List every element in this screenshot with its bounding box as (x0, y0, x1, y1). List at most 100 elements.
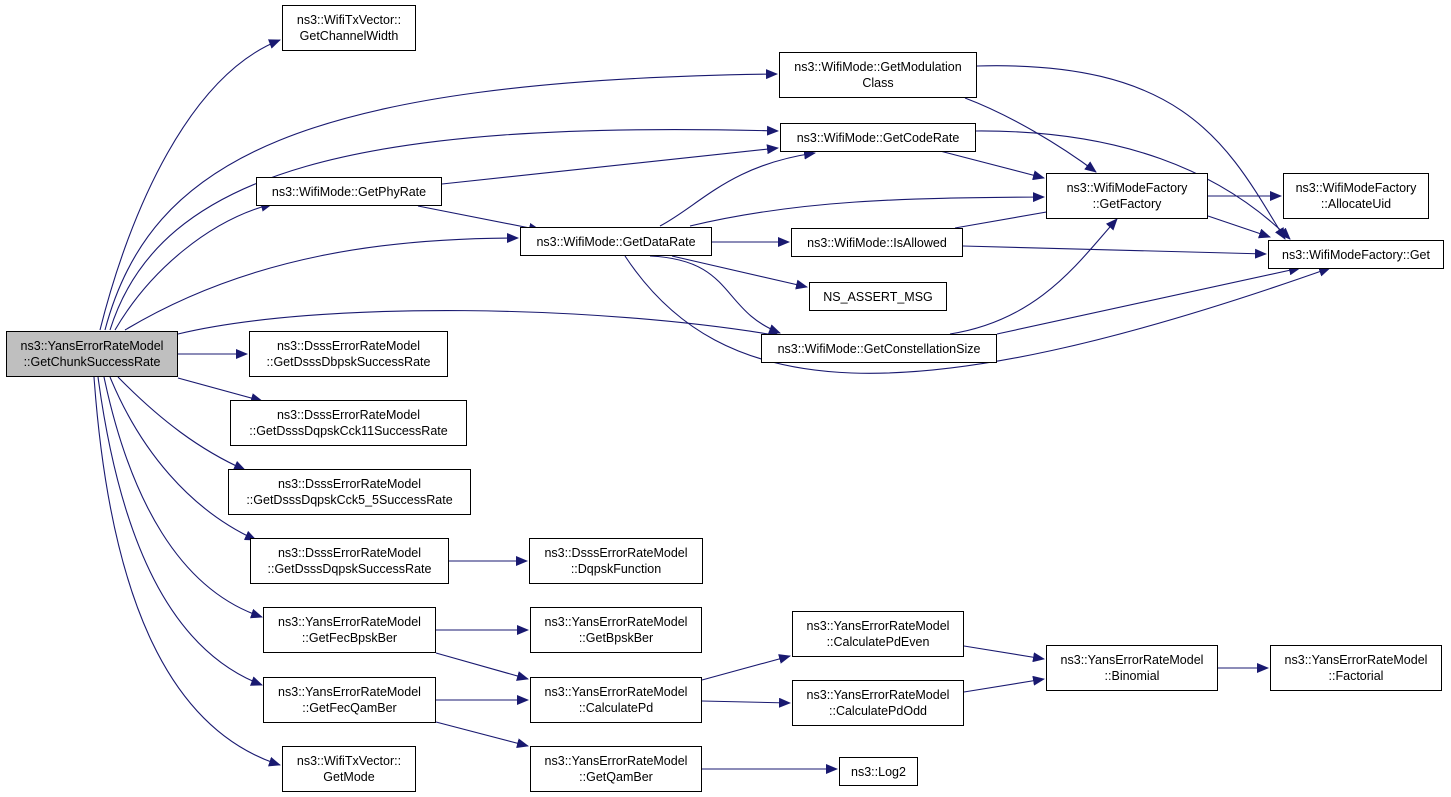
edge-calc-pd-even-binomial (963, 645, 1045, 663)
node-txv-mode-line1: ns3::WifiTxVector:: (296, 754, 402, 768)
node-factorial-line2: ::Factorial (1328, 669, 1384, 683)
node-txv-chw-line2: GetChannelWidth (299, 29, 399, 43)
node-bpsk-ber-line1: ns3::YansErrorRateModel (544, 615, 688, 629)
node-root-line1: ns3::YansErrorRateModel (20, 339, 164, 353)
node-calc-pd-odd[interactable]: ns3::YansErrorRateModel ::CalculatePdOdd (792, 680, 964, 726)
edge-root-dsss-cck55 (117, 376, 246, 471)
node-is-allowed-line1: ns3::WifiMode::IsAllowed (807, 235, 947, 250)
edge-root-txv-chw (99, 39, 281, 331)
node-data-rate-line1: ns3::WifiMode::GetDataRate (536, 234, 696, 249)
node-factory-get[interactable]: ns3::WifiModeFactory::Get (1268, 240, 1444, 269)
edge-root-phy-rate (114, 201, 273, 331)
node-dsss-cck55-line2: ::GetDsssDqpskCck5_5SuccessRate (246, 493, 453, 507)
node-code-rate-line1: ns3::WifiMode::GetCodeRate (796, 130, 960, 145)
edge-data-rate-ns-assert (671, 255, 808, 290)
edge-is-allowed-factory-get (962, 245, 1267, 259)
edge-const-size-factory-get-factory (949, 218, 1118, 335)
node-binomial-line2: ::Binomial (1104, 669, 1160, 683)
node-calc-pd-odd-line2: ::CalculatePdOdd (829, 704, 927, 718)
edge-code-rate-factory-get (975, 130, 1291, 240)
node-calc-pd[interactable]: ns3::YansErrorRateModel ::CalculatePd (530, 677, 702, 723)
node-dsss-dbpsk-line1: ns3::DsssErrorRateModel (276, 339, 421, 353)
node-fec-qam[interactable]: ns3::YansErrorRateModel ::GetFecQamBer (263, 677, 436, 723)
node-log2[interactable]: ns3::Log2 (839, 757, 918, 786)
edge-calc-pd-odd-binomial (963, 675, 1045, 693)
node-ns-assert[interactable]: NS_ASSERT_MSG (809, 282, 947, 311)
node-dqpsk-func-line2: ::DqpskFunction (570, 562, 662, 576)
node-calc-pd-even-line2: ::CalculatePdEven (826, 635, 930, 649)
node-factory-alloc-line1: ns3::WifiModeFactory (1295, 181, 1417, 195)
node-calc-pd-even[interactable]: ns3::YansErrorRateModel ::CalculatePdEve… (792, 611, 964, 657)
edge-root-fec-qam (97, 376, 263, 686)
node-code-rate[interactable]: ns3::WifiMode::GetCodeRate (780, 123, 976, 152)
edge-mod-class-factory-get (976, 65, 1286, 240)
node-dsss-cck11[interactable]: ns3::DsssErrorRateModel ::GetDsssDqpskCc… (230, 400, 467, 446)
edge-mod-class-factory-get-factory (964, 97, 1097, 173)
node-root[interactable]: ns3::YansErrorRateModel ::GetChunkSucces… (6, 331, 178, 377)
edge-phy-rate-code-rate (441, 144, 779, 185)
node-bpsk-ber-line2: ::GetBpskBer (578, 631, 654, 645)
node-fec-qam-line2: ::GetFecQamBer (302, 701, 397, 715)
edge-root-const-size (177, 310, 781, 340)
edge-code-rate-factory-get-factory (939, 150, 1045, 181)
node-is-allowed[interactable]: ns3::WifiMode::IsAllowed (791, 228, 963, 257)
node-phy-rate[interactable]: ns3::WifiMode::GetPhyRate (256, 177, 442, 206)
edge-root-mod-class (104, 69, 778, 331)
node-fec-bpsk-line2: ::GetFecBpskBer (301, 631, 398, 645)
node-factory-get-factory-line2: ::GetFactory (1092, 197, 1162, 211)
node-txv-mode[interactable]: ns3::WifiTxVector:: GetMode (282, 746, 416, 792)
edge-data-rate-factory-get-factory (689, 192, 1045, 227)
edge-root-fec-bpsk (103, 376, 263, 619)
node-factory-alloc-line2: ::AllocateUid (1320, 197, 1392, 211)
edge-root-dsss-dqpsk (109, 376, 257, 541)
node-root-line2: ::GetChunkSuccessRate (23, 355, 161, 369)
edge-const-size-factory-get (996, 265, 1301, 335)
node-binomial-line1: ns3::YansErrorRateModel (1060, 653, 1204, 667)
node-dsss-cck11-line1: ns3::DsssErrorRateModel (276, 408, 421, 422)
node-calc-pd-line2: ::CalculatePd (578, 701, 654, 715)
node-qam-ber-line1: ns3::YansErrorRateModel (544, 754, 688, 768)
node-txv-mode-line2: GetMode (323, 770, 375, 784)
node-dqpsk-func-line1: ns3::DsssErrorRateModel (544, 546, 688, 560)
node-factory-get-factory-line1: ns3::WifiModeFactory (1066, 181, 1188, 195)
node-factorial-line1: ns3::YansErrorRateModel (1284, 653, 1428, 667)
node-qam-ber-line2: ::GetQamBer (579, 770, 653, 784)
edge-fec-qam-qam-ber (435, 721, 529, 749)
node-txv-chw[interactable]: ns3::WifiTxVector:: GetChannelWidth (282, 5, 416, 51)
node-bpsk-ber[interactable]: ns3::YansErrorRateModel ::GetBpskBer (530, 607, 702, 653)
node-dsss-dbpsk[interactable]: ns3::DsssErrorRateModel ::GetDsssDbpskSu… (249, 331, 448, 377)
node-phy-rate-line1: ns3::WifiMode::GetPhyRate (271, 184, 427, 199)
node-dsss-cck11-line2: ::GetDsssDqpskCck11SuccessRate (249, 424, 448, 438)
edge-calc-pd-calc-pd-even (701, 654, 791, 681)
node-calc-pd-odd-line1: ns3::YansErrorRateModel (806, 688, 950, 702)
edge-data-rate-factory-get (624, 255, 1331, 374)
edge-root-data-rate (124, 233, 519, 331)
edge-root-code-rate (109, 125, 779, 331)
edge-factory-get-factory-get (1207, 215, 1271, 239)
node-binomial[interactable]: ns3::YansErrorRateModel ::Binomial (1046, 645, 1218, 691)
node-data-rate[interactable]: ns3::WifiMode::GetDataRate (520, 227, 712, 256)
node-factory-get-factory[interactable]: ns3::WifiModeFactory ::GetFactory (1046, 173, 1208, 219)
edge-data-rate-code-rate (659, 149, 816, 227)
node-qam-ber[interactable]: ns3::YansErrorRateModel ::GetQamBer (530, 746, 702, 792)
node-factorial[interactable]: ns3::YansErrorRateModel ::Factorial (1270, 645, 1442, 691)
node-fec-bpsk-line1: ns3::YansErrorRateModel (278, 615, 421, 629)
node-log2-line1: ns3::Log2 (851, 764, 906, 779)
node-fec-bpsk[interactable]: ns3::YansErrorRateModel ::GetFecBpskBer (263, 607, 436, 653)
edge-root-dsss-cck11 (177, 377, 263, 403)
node-mod-class[interactable]: ns3::WifiMode::GetModulation Class (779, 52, 977, 98)
node-factory-alloc[interactable]: ns3::WifiModeFactory ::AllocateUid (1283, 173, 1429, 219)
node-txv-chw-line1: ns3::WifiTxVector:: (296, 13, 402, 27)
edge-data-rate-const-size (649, 255, 781, 334)
node-dsss-cck55[interactable]: ns3::DsssErrorRateModel ::GetDsssDqpskCc… (228, 469, 471, 515)
node-calc-pd-line1: ns3::YansErrorRateModel (544, 685, 688, 699)
node-ns-assert-line1: NS_ASSERT_MSG (823, 289, 933, 304)
edge-root-txv-mode (93, 376, 281, 767)
edge-calc-pd-calc-pd-odd (701, 697, 791, 708)
node-dqpsk-func[interactable]: ns3::DsssErrorRateModel ::DqpskFunction (529, 538, 703, 584)
node-dsss-dqpsk[interactable]: ns3::DsssErrorRateModel ::GetDsssDqpskSu… (250, 538, 449, 584)
node-factory-get-line1: ns3::WifiModeFactory::Get (1282, 247, 1430, 262)
node-const-size[interactable]: ns3::WifiMode::GetConstellationSize (761, 334, 997, 363)
edge-fec-bpsk-calc-pd (435, 652, 529, 681)
